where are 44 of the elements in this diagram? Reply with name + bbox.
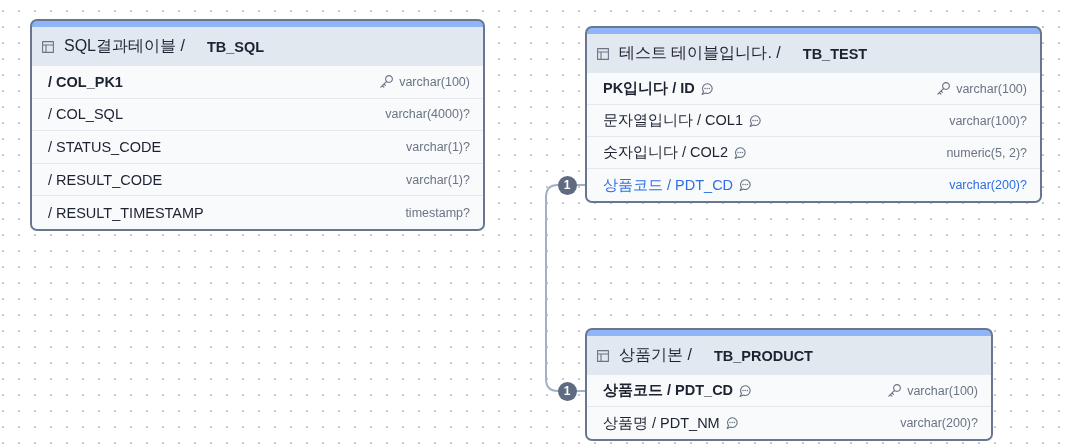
cardinality-badge: 1	[557, 381, 577, 401]
column-row	[587, 73, 1040, 105]
column-type: varchar(100)	[399, 74, 470, 89]
column-name: 문자열입니다 / COL1	[603, 111, 743, 130]
table-card	[30, 19, 485, 231]
column-name: / RESULT_TIMESTAMP	[48, 204, 204, 221]
column-name: 상품코드 / PDT_CD	[603, 381, 734, 400]
table-name: TB_PRODUCT	[713, 347, 813, 364]
column-name: / RESULT_CODE	[48, 171, 163, 188]
column-row	[587, 169, 1040, 201]
column-row	[32, 98, 483, 132]
column-type: varchar(200)?	[949, 178, 1027, 192]
column-row	[587, 375, 991, 407]
column-type: numeric(5, 2)?	[946, 145, 1027, 160]
table-name: TB_TEST	[802, 45, 868, 62]
column-type: varchar(1)?	[406, 172, 470, 187]
column-row	[587, 105, 1040, 137]
column-type: varchar(4000)?	[385, 107, 470, 122]
column-row	[32, 163, 483, 197]
column-name: 숫자입니다 / COL2	[603, 143, 728, 162]
column-type: varchar(1)?	[406, 140, 470, 154]
table-card	[585, 26, 1042, 203]
column-row	[587, 407, 991, 439]
column-name: 상품코드 / PDT_CD	[603, 175, 734, 195]
column-row	[32, 66, 483, 99]
column-type: timestamp?	[405, 205, 470, 220]
column-type: varchar(100)?	[949, 113, 1027, 128]
column-row	[32, 196, 483, 229]
table-comment: SQL결과테이블 /	[64, 36, 185, 56]
column-name: PK입니다 / ID	[603, 79, 695, 98]
column-type: varchar(100)	[956, 81, 1027, 96]
table-name: TB_SQL	[206, 38, 265, 55]
column-name: 상품명 / PDT_NM	[603, 413, 720, 433]
table-card	[585, 328, 993, 441]
column-type: varchar(200)?	[900, 416, 978, 430]
column-type: varchar(100)	[907, 383, 978, 398]
column-row	[32, 131, 483, 164]
column-name: / COL_PK1	[48, 73, 123, 90]
column-name: / COL_SQL	[48, 106, 123, 123]
table-comment: 테스트 테이블입니다. /	[619, 43, 781, 63]
column-row	[587, 137, 1040, 169]
column-name: / STATUS_CODE	[48, 139, 162, 155]
table-comment: 상품기본 /	[619, 345, 692, 365]
cardinality-badge: 1	[557, 175, 577, 195]
